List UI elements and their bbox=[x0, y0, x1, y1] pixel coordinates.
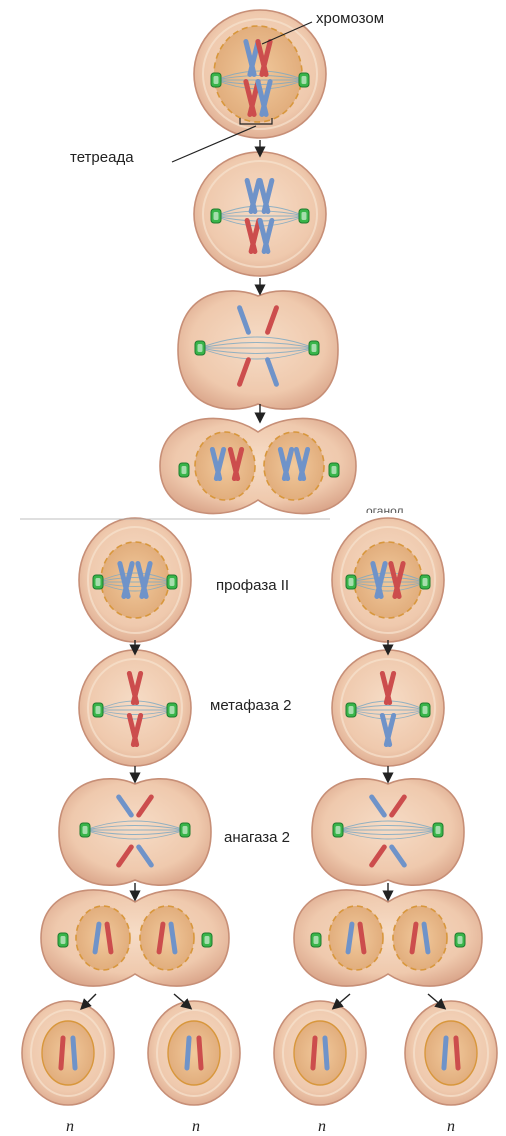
cells-layer bbox=[22, 10, 497, 1105]
centrosome-highlight bbox=[349, 578, 354, 586]
down-arrow bbox=[336, 994, 350, 1006]
centrosome-highlight bbox=[312, 344, 317, 352]
cell-membrane bbox=[294, 890, 482, 986]
result-label-1: n bbox=[66, 1118, 74, 1136]
chromatid bbox=[199, 1038, 201, 1068]
centrosome-highlight bbox=[332, 466, 337, 474]
centrosome-highlight bbox=[423, 706, 428, 714]
chromatid bbox=[61, 1038, 63, 1068]
chromatid bbox=[325, 1038, 327, 1068]
centrosome-highlight bbox=[96, 578, 101, 586]
tetrad-label: тетреада bbox=[70, 149, 134, 166]
centrosome-highlight bbox=[336, 826, 341, 834]
cell-telophase2-2 bbox=[294, 890, 482, 986]
nucleus bbox=[425, 1021, 477, 1085]
nuclear-envelope bbox=[329, 906, 383, 970]
anaphase2-label: анагаза 2 bbox=[224, 829, 290, 846]
cell-meiosis1-step2 bbox=[194, 152, 326, 276]
cell-meiosis1-step4 bbox=[160, 418, 356, 513]
cell-result-2 bbox=[148, 1001, 240, 1105]
centrosome-highlight bbox=[170, 578, 175, 586]
cell-prophase2-2 bbox=[332, 518, 444, 642]
chromatid bbox=[456, 1038, 458, 1068]
centrosome-highlight bbox=[205, 936, 210, 944]
centrosome-highlight bbox=[314, 936, 319, 944]
cell-result-3 bbox=[274, 1001, 366, 1105]
chromatid bbox=[73, 1038, 75, 1068]
centrosome-highlight bbox=[182, 466, 187, 474]
centrosome-highlight bbox=[436, 826, 441, 834]
centrosome-highlight bbox=[198, 344, 203, 352]
cell-anaphase2-2 bbox=[312, 779, 464, 885]
result-label-4: n bbox=[447, 1118, 455, 1136]
centrosome-highlight bbox=[170, 706, 175, 714]
cell-metaphase2-2 bbox=[332, 650, 444, 766]
centrosome-highlight bbox=[183, 826, 188, 834]
centrosome-highlight bbox=[61, 936, 66, 944]
nuclear-envelope bbox=[195, 432, 255, 500]
centrosome-highlight bbox=[83, 826, 88, 834]
nuclear-envelope bbox=[264, 432, 324, 500]
cell-result-1 bbox=[22, 1001, 114, 1105]
result-label-3: n bbox=[318, 1118, 326, 1136]
nuclear-envelope bbox=[140, 906, 194, 970]
cell-telophase2-1 bbox=[41, 890, 229, 986]
cut-fragment-label: оганол bbox=[366, 504, 404, 513]
centrosome-highlight bbox=[423, 578, 428, 586]
nucleus bbox=[42, 1021, 94, 1085]
cell-meiosis1-step3 bbox=[178, 291, 338, 409]
cell-metaphase2-1 bbox=[79, 650, 191, 766]
centrosome-highlight bbox=[96, 706, 101, 714]
centrosome-highlight bbox=[302, 212, 307, 220]
centrosome-highlight bbox=[349, 706, 354, 714]
cell-anaphase2-1 bbox=[59, 779, 211, 885]
nuclear-envelope bbox=[101, 542, 169, 618]
nuclear-envelope bbox=[76, 906, 130, 970]
prophase2-label: профаза II bbox=[216, 577, 289, 594]
centrosome-highlight bbox=[458, 936, 463, 944]
cell-prophase2-1 bbox=[79, 518, 191, 642]
nuclear-envelope bbox=[393, 906, 447, 970]
chromatid bbox=[313, 1038, 315, 1068]
centrosome-highlight bbox=[214, 76, 219, 84]
centrosome-highlight bbox=[302, 76, 307, 84]
cell-membrane bbox=[41, 890, 229, 986]
result-label-2: n bbox=[192, 1118, 200, 1136]
down-arrow bbox=[84, 994, 96, 1006]
chromosome-label: хромозом bbox=[316, 10, 384, 27]
cell-meiosis1-step1 bbox=[194, 10, 326, 138]
nucleus bbox=[294, 1021, 346, 1085]
metaphase2-label: метафаза 2 bbox=[210, 697, 291, 714]
cell-result-4 bbox=[405, 1001, 497, 1105]
nucleus bbox=[168, 1021, 220, 1085]
chromatid bbox=[187, 1038, 189, 1068]
centrosome-highlight bbox=[214, 212, 219, 220]
nuclear-envelope bbox=[354, 542, 422, 618]
chromatid bbox=[444, 1038, 446, 1068]
